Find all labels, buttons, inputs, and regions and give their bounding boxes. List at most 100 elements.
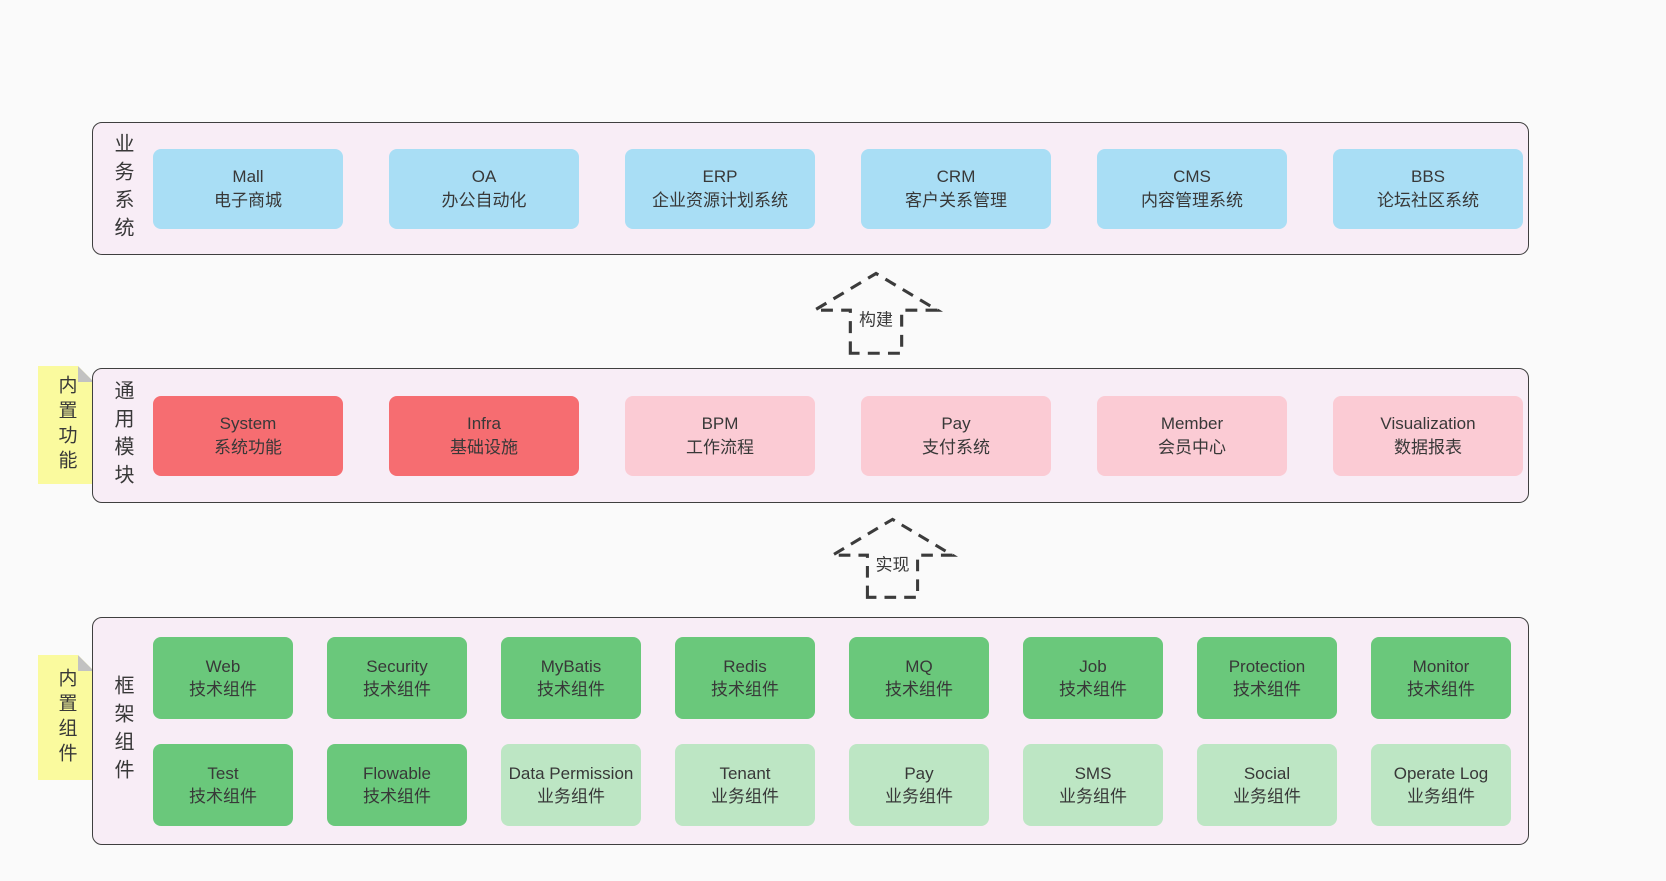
component-row-2: Test 技术组件 Flowable 技术组件 Data Permission … [153, 743, 1511, 826]
node-operate-log: Operate Log 业务组件 [1371, 743, 1511, 826]
node-title: Data Permission [508, 763, 634, 783]
node-social: Social 业务组件 [1197, 743, 1337, 826]
arrow-implement-label: 实现 [872, 550, 913, 576]
node-pay-component: Pay 业务组件 [849, 743, 989, 826]
node-subtitle: 业务组件 [537, 786, 605, 806]
node-title: Web [205, 656, 241, 676]
up-arrow-icon [808, 271, 944, 355]
section-business-label: 业务系统 [111, 132, 133, 245]
node-title: Monitor [1412, 656, 1470, 676]
node-crm: CRM 客户关系管理 [861, 148, 1051, 229]
node-subtitle: 业务组件 [711, 786, 779, 806]
node-subtitle: 业务组件 [1059, 786, 1127, 806]
node-subtitle: 技术组件 [1233, 679, 1301, 699]
section-modules-label: 通用模块 [111, 379, 133, 492]
node-title: Mall [232, 166, 264, 186]
node-redis: Redis 技术组件 [675, 636, 815, 719]
node-title: SMS [1074, 763, 1112, 783]
node-subtitle: 内容管理系统 [1141, 190, 1243, 210]
node-subtitle: 办公自动化 [441, 190, 527, 210]
component-boxes: Web 技术组件 Security 技术组件 MyBatis 技术组件 Redi… [153, 636, 1511, 826]
node-subtitle: 支付系统 [922, 437, 990, 457]
node-title: Infra [466, 413, 502, 433]
node-title: Operate Log [1393, 763, 1489, 783]
node-mybatis: MyBatis 技术组件 [501, 636, 641, 719]
node-title: Member [1160, 413, 1224, 433]
node-subtitle: 技术组件 [711, 679, 779, 699]
node-title: MQ [905, 656, 933, 676]
node-test: Test 技术组件 [153, 743, 293, 826]
node-mall: Mall 电子商城 [153, 148, 343, 229]
node-visualization: Visualization 数据报表 [1333, 395, 1523, 476]
node-subtitle: 技术组件 [363, 679, 431, 699]
section-framework-components: 框架组件 Web 技术组件 Security 技术组件 MyBatis 技术组件… [92, 617, 1529, 845]
node-web: Web 技术组件 [153, 636, 293, 719]
node-subtitle: 技术组件 [537, 679, 605, 699]
sticky-components-label: 内置组件 [55, 667, 77, 768]
up-arrow-icon [826, 517, 959, 599]
sticky-built-in-features: 内置功能 [38, 366, 94, 484]
node-security: Security 技术组件 [327, 636, 467, 719]
node-title: Visualization [1380, 413, 1476, 433]
node-subtitle: 技术组件 [1407, 679, 1475, 699]
node-job: Job 技术组件 [1023, 636, 1163, 719]
section-common-modules: 通用模块 System 系统功能 Infra 基础设施 BPM 工作流程 Pay… [92, 368, 1529, 503]
node-oa: OA 办公自动化 [389, 148, 579, 229]
node-title: Security [366, 656, 428, 676]
node-title: Pay [941, 413, 971, 433]
node-pay-module: Pay 支付系统 [861, 395, 1051, 476]
node-subtitle: 技术组件 [189, 679, 257, 699]
node-subtitle: 基础设施 [450, 437, 518, 457]
node-title: Pay [904, 763, 934, 783]
node-subtitle: 业务组件 [885, 786, 953, 806]
node-sms: SMS 业务组件 [1023, 743, 1163, 826]
node-subtitle: 业务组件 [1233, 786, 1301, 806]
node-system: System 系统功能 [153, 395, 343, 476]
node-title: Test [207, 763, 239, 783]
arrow-implement: 实现 [822, 514, 963, 600]
node-subtitle: 技术组件 [189, 786, 257, 806]
node-title: MyBatis [540, 656, 602, 676]
node-subtitle: 技术组件 [363, 786, 431, 806]
node-subtitle: 会员中心 [1158, 437, 1226, 457]
node-member: Member 会员中心 [1097, 395, 1287, 476]
node-title: Flowable [362, 763, 432, 783]
node-title: BBS [1410, 166, 1446, 186]
section-components-label: 框架组件 [111, 675, 133, 787]
sticky-built-in-components: 内置组件 [38, 655, 94, 780]
node-subtitle: 业务组件 [1407, 786, 1475, 806]
node-subtitle: 技术组件 [885, 679, 953, 699]
node-flowable: Flowable 技术组件 [327, 743, 467, 826]
arrow-build-label: 构建 [856, 305, 896, 331]
node-subtitle: 客户关系管理 [905, 190, 1007, 210]
node-bpm: BPM 工作流程 [625, 395, 815, 476]
node-subtitle: 系统功能 [214, 437, 282, 457]
node-subtitle: 技术组件 [1059, 679, 1127, 699]
node-title: CMS [1173, 166, 1211, 186]
node-protection: Protection 技术组件 [1197, 636, 1337, 719]
node-title: ERP [702, 166, 738, 186]
node-bbs: BBS 论坛社区系统 [1333, 148, 1523, 229]
business-boxes: Mall 电子商城 OA 办公自动化 ERP 企业资源计划系统 CRM 客户关系… [153, 148, 1523, 229]
node-title: Social [1243, 763, 1291, 783]
node-title: Protection [1228, 656, 1306, 676]
node-mq: MQ 技术组件 [849, 636, 989, 719]
node-tenant: Tenant 业务组件 [675, 743, 815, 826]
section-business-systems: 业务系统 Mall 电子商城 OA 办公自动化 ERP 企业资源计划系统 CRM… [92, 122, 1529, 255]
node-erp: ERP 企业资源计划系统 [625, 148, 815, 229]
node-title: OA [471, 166, 497, 186]
arrow-build: 构建 [805, 268, 947, 356]
node-title: Job [1079, 656, 1107, 676]
node-subtitle: 企业资源计划系统 [652, 190, 788, 210]
node-subtitle: 电子商城 [214, 190, 282, 210]
node-subtitle: 数据报表 [1394, 437, 1462, 457]
node-title: Redis [723, 656, 767, 676]
node-title: BPM [701, 413, 739, 433]
component-row-1: Web 技术组件 Security 技术组件 MyBatis 技术组件 Redi… [153, 636, 1511, 719]
node-infra: Infra 基础设施 [389, 395, 579, 476]
node-monitor: Monitor 技术组件 [1371, 636, 1511, 719]
node-title: CRM [936, 166, 976, 186]
sticky-features-label: 内置功能 [55, 375, 77, 475]
node-subtitle: 工作流程 [686, 437, 754, 457]
